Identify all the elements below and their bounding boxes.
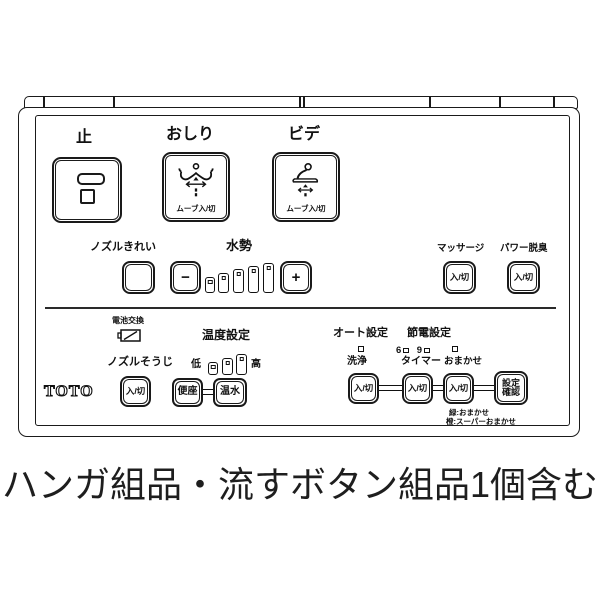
water-level-bar-4 <box>248 266 259 293</box>
temp-level-bar-3 <box>236 354 247 375</box>
seat-warmwater-connector <box>203 389 213 395</box>
battery-replace-label: 電池交換 <box>112 316 144 325</box>
panel-divider <box>45 307 556 309</box>
temp-low-label: 低 <box>191 359 201 370</box>
nozzle-souji-onoff-button: 入/切 <box>120 376 151 407</box>
warm-water-button: 温水 <box>213 378 247 407</box>
auto-setting-led <box>358 346 364 352</box>
timer-omakase-connector <box>433 385 443 391</box>
massage-label: マッサージ <box>437 243 485 254</box>
oshiri-move-onoff-label: ムーブ入/切 <box>176 204 216 213</box>
oshiri-spray-icon <box>164 162 228 198</box>
stop-label: 止 <box>76 129 93 146</box>
stop-button <box>52 157 122 223</box>
temperature-setting-label: 温度設定 <box>202 328 251 342</box>
temp-level-bar-2 <box>222 358 233 375</box>
hour-6-label: 6 <box>396 345 402 356</box>
hour-9-label: 9 <box>416 345 423 356</box>
water-level-bar-1 <box>205 277 215 293</box>
caption: ハンガ組品・流すボタン組品1個含む <box>1 464 599 505</box>
hour-9-led <box>424 347 430 354</box>
stop-led-pill <box>77 173 105 185</box>
bidet-person-icon <box>274 162 338 198</box>
oshiri-button: ムーブ入/切 <box>162 152 230 222</box>
massage-onoff-button: 入/切 <box>443 261 476 294</box>
water-pressure-label: 水勢 <box>226 238 253 253</box>
wash-timer-connector <box>379 385 402 391</box>
battery-icon <box>117 329 142 347</box>
timer-onoff-button: 入/切 <box>402 373 433 404</box>
setting-confirm-line1: 設定 <box>501 377 520 388</box>
plus-icon: + <box>291 268 301 286</box>
bidet-move-onoff-label: ムーブ入/切 <box>286 204 326 213</box>
water-pressure-minus-button: − <box>170 261 201 294</box>
temp-high-label: 高 <box>251 359 261 370</box>
power-deodorizer-label: パワー脱臭 <box>500 243 548 254</box>
setting-confirm-line2: 確認 <box>501 387 520 397</box>
bidet-label: ビデ <box>288 126 321 143</box>
power-deodorizer-onoff-button: 入/切 <box>507 261 540 294</box>
nozzle-clean-label: ノズルきれい <box>90 241 156 253</box>
water-level-bar-2 <box>218 273 229 293</box>
water-pressure-plus-button: + <box>280 261 312 294</box>
stop-led-square <box>80 189 95 204</box>
auto-setting-label: オート設定 <box>333 327 388 339</box>
wash-label: 洗浄 <box>347 356 367 367</box>
eco-setting-label: 節電設定 <box>407 327 451 339</box>
omakase-confirm-connector <box>474 385 495 391</box>
hour-6-led <box>403 347 409 354</box>
timer-label: タイマー <box>401 356 441 367</box>
note-green-omakase: 緑:おまかせ <box>449 408 489 417</box>
bidet-button: ムーブ入/切 <box>272 152 340 222</box>
water-level-bar-3 <box>233 269 244 293</box>
toto-logo: TOTO <box>43 383 94 400</box>
temp-level-bar-1 <box>208 362 218 375</box>
omakase-onoff-button: 入/切 <box>443 373 474 404</box>
wash-onoff-button: 入/切 <box>348 373 379 404</box>
omakase-label: おまかせ <box>444 356 483 367</box>
water-level-bar-5 <box>263 263 274 293</box>
eco-omakase-led <box>452 346 458 352</box>
nozzle-clean-button <box>122 261 155 294</box>
note-orange-super-omakase: 橙:スーパーおまかせ <box>446 417 516 426</box>
nozzle-souji-label: ノズルそうじ <box>107 356 173 368</box>
minus-icon: − <box>181 268 190 286</box>
oshiri-label: おしり <box>166 126 215 143</box>
seat-button: 便座 <box>172 378 203 407</box>
setting-confirm-button: 設定 確認 <box>494 371 528 405</box>
